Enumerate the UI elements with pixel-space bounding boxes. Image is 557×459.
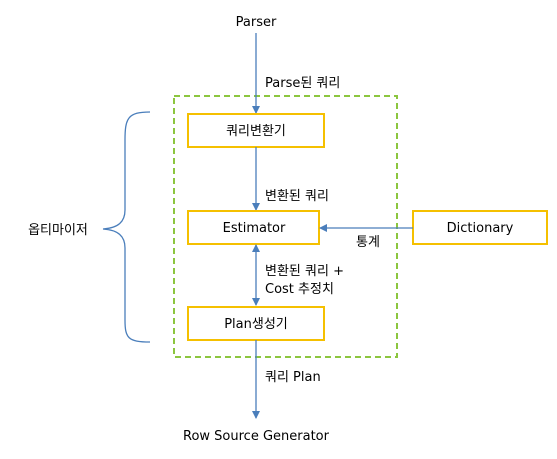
plan-generator-label: Plan생성기	[224, 317, 288, 332]
dictionary-label: Dictionary	[447, 221, 514, 236]
parser-label: Parser	[236, 15, 277, 30]
row-source-generator-label: Row Source Generator	[183, 429, 330, 444]
converter-node: 쿼리변환기	[187, 113, 325, 148]
converted-query-label: 변환된 쿼리	[265, 189, 329, 204]
plan-generator-node: Plan생성기	[187, 306, 325, 341]
converter-label: 쿼리변환기	[226, 124, 286, 139]
statistics-label: 통계	[356, 235, 380, 250]
estimator-node: Estimator	[187, 210, 320, 245]
converted-query-cost-label-2: Cost 추정치	[265, 282, 334, 297]
converted-query-cost-label-1: 변환된 쿼리 +	[265, 264, 344, 279]
parsed-query-label: Parse된 쿼리	[265, 76, 340, 91]
optimizer-group-border	[173, 95, 398, 358]
query-plan-label: 쿼리 Plan	[265, 370, 321, 385]
optimizer-brace	[102, 111, 151, 343]
optimizer-label: 옵티마이저	[28, 223, 88, 238]
dictionary-node: Dictionary	[412, 210, 548, 245]
estimator-label: Estimator	[223, 221, 286, 236]
